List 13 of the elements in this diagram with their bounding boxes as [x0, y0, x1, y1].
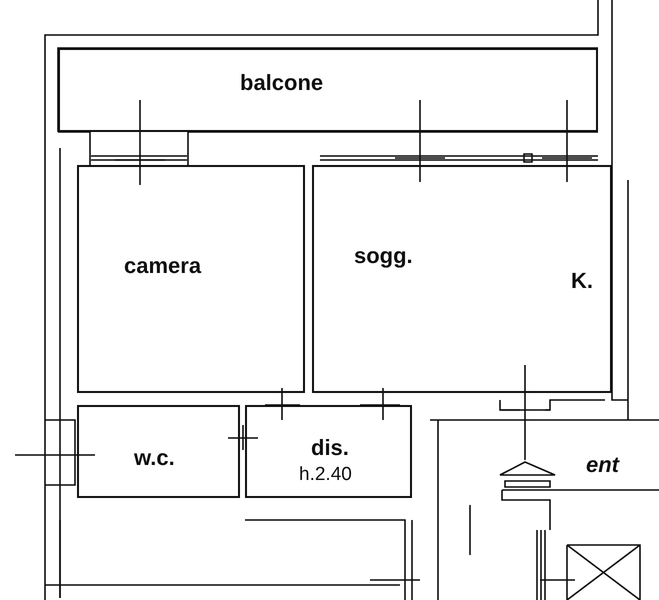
- room-outline: [77, 165, 305, 393]
- room-label: camera: [124, 255, 202, 277]
- room-label: balcone: [240, 72, 324, 94]
- room-label: ent: [586, 454, 619, 476]
- room-outline: [77, 405, 240, 498]
- room-outline: [312, 165, 612, 393]
- room-label: dis.: [311, 437, 349, 459]
- room-outline: [245, 405, 412, 498]
- room-label: K.: [571, 270, 593, 292]
- ceiling-height-label: h.2.40: [299, 465, 352, 484]
- balcony-area: [58, 48, 598, 132]
- room-label: sogg.: [354, 245, 413, 267]
- room-label: w.c.: [134, 447, 175, 469]
